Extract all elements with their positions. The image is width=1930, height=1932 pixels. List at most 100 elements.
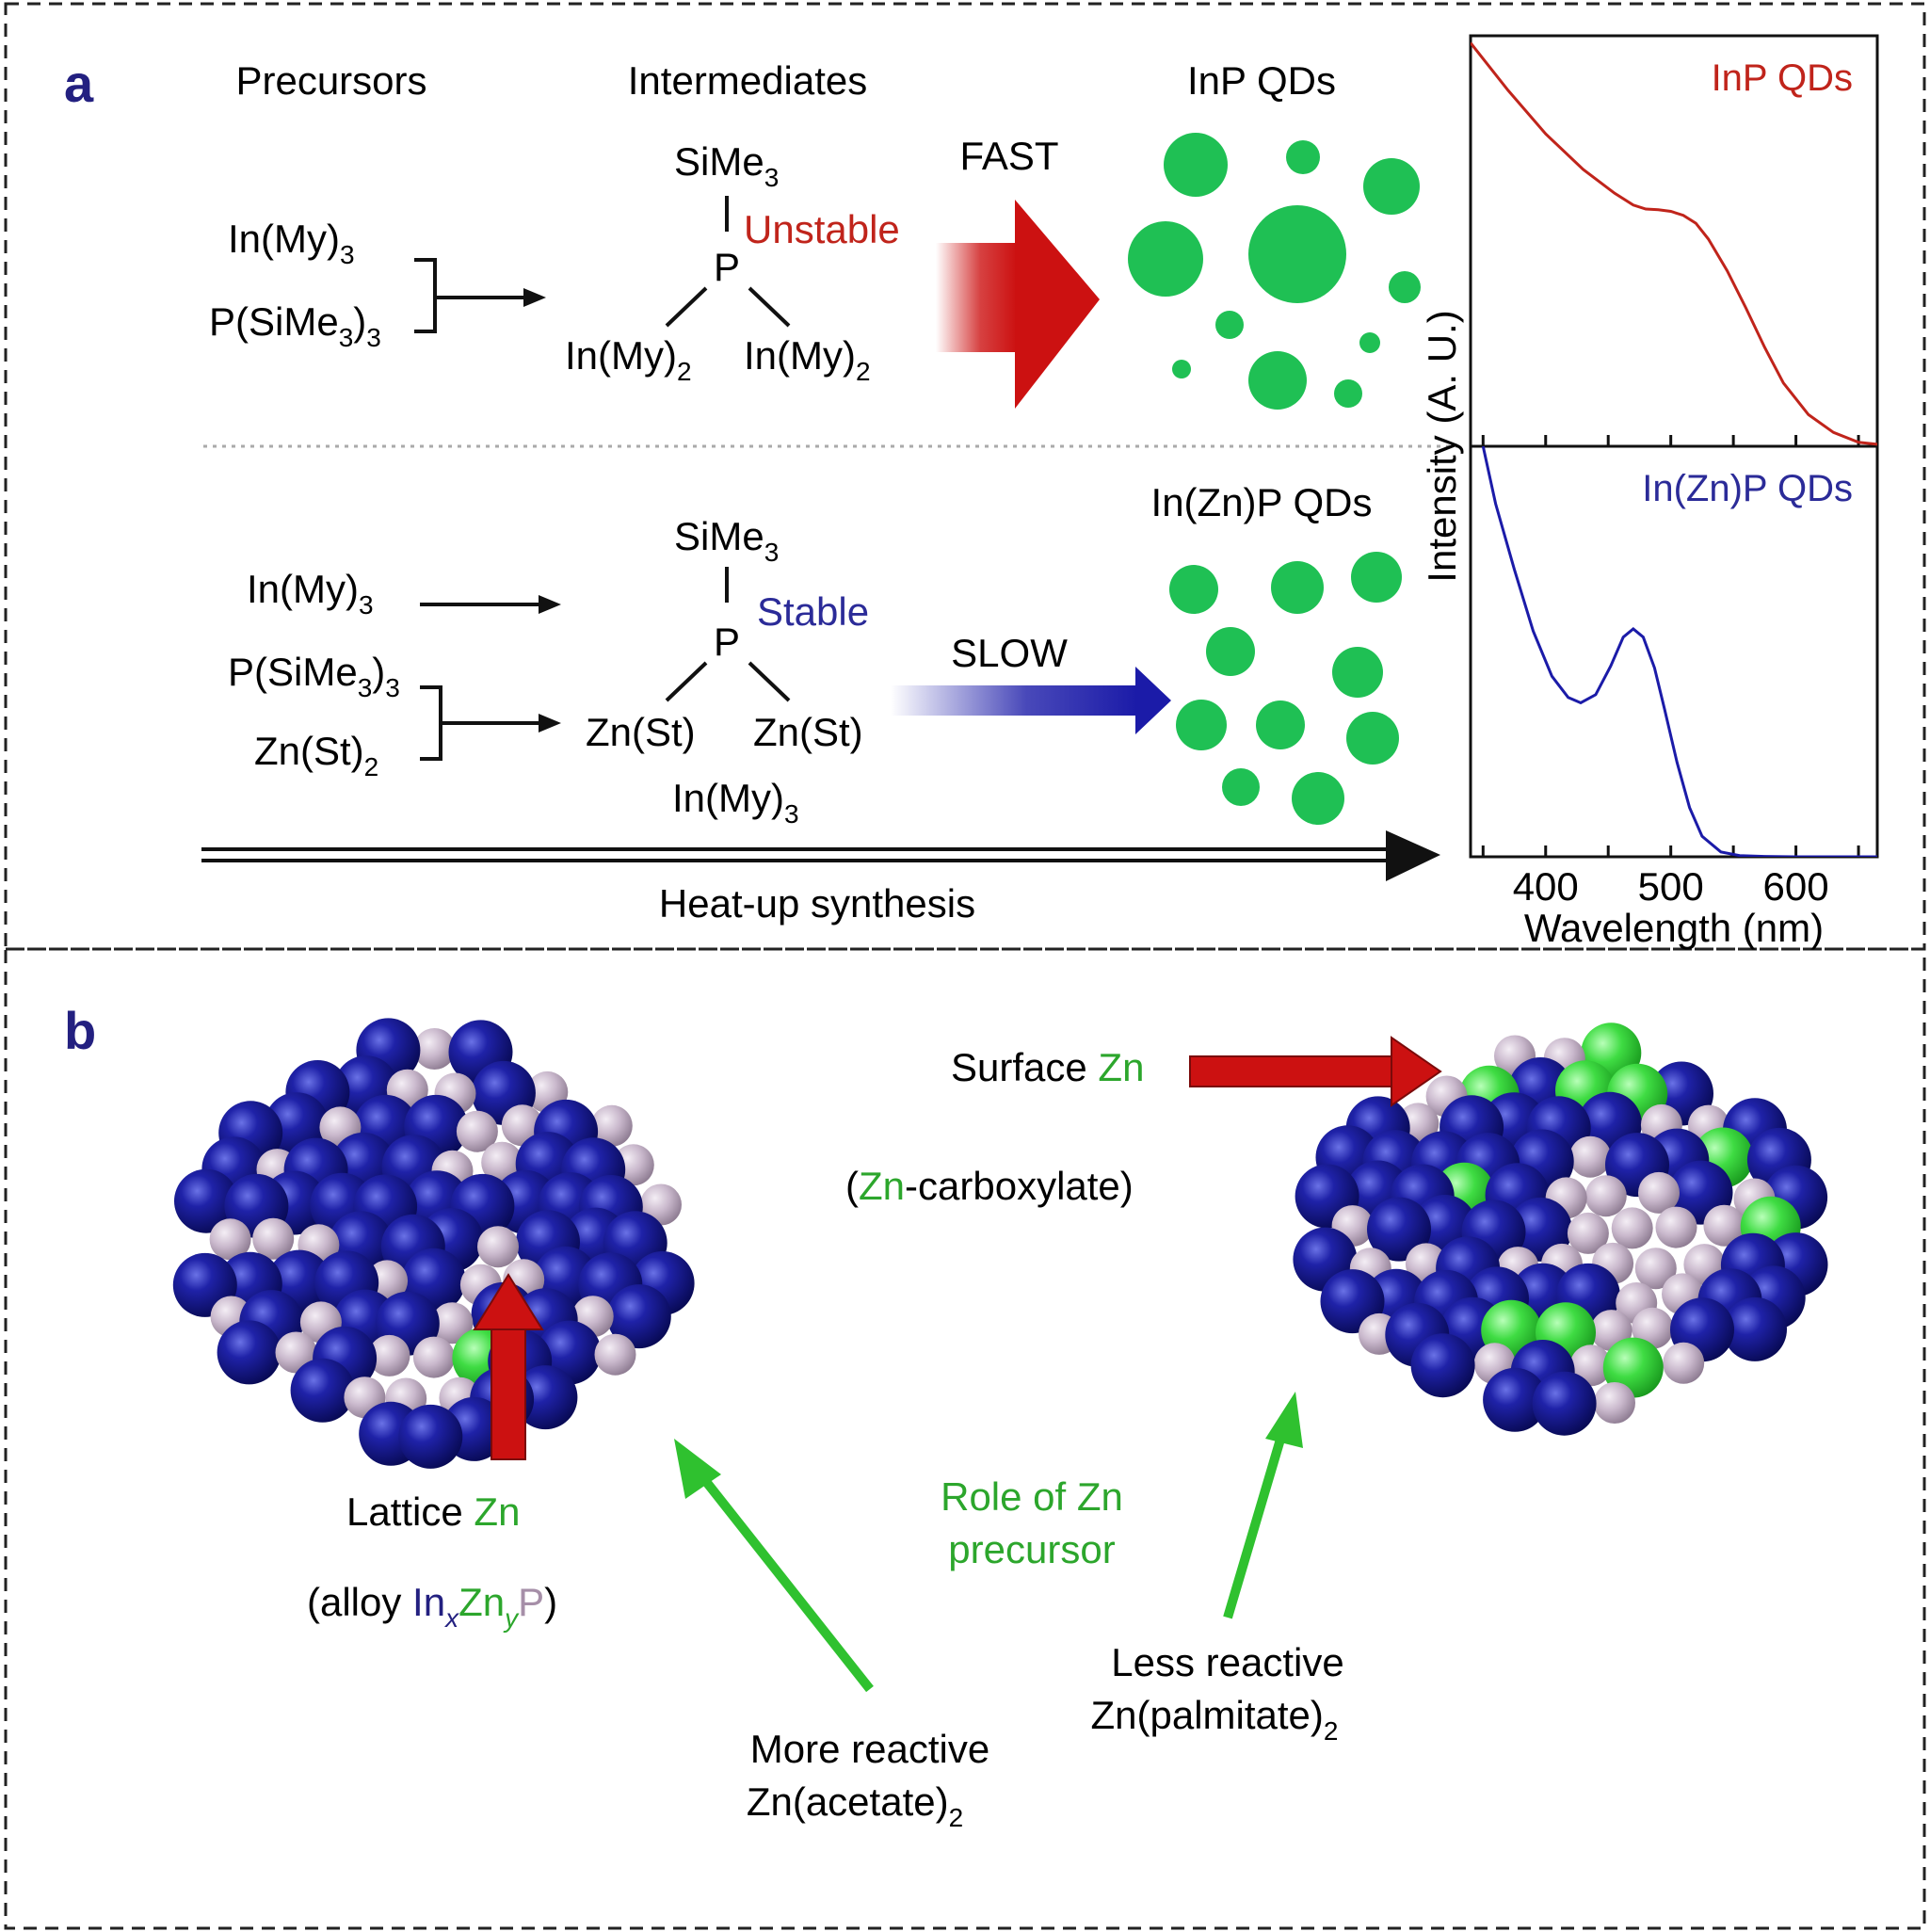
indium-atom bbox=[217, 1320, 281, 1385]
top-reagent-p-sime3: P(SiMe3)3 bbox=[209, 299, 381, 352]
qd-particle bbox=[1292, 772, 1344, 825]
phosphorus-atom bbox=[209, 1218, 251, 1261]
qd-particle bbox=[1248, 351, 1307, 410]
series-line-inp bbox=[1471, 41, 1877, 446]
bottom-bond-right bbox=[748, 661, 791, 702]
heatup-label: Heat-up synthesis bbox=[659, 881, 975, 926]
qd-particle bbox=[1334, 379, 1362, 408]
lattice-zn-arrow-shaft bbox=[491, 1327, 526, 1460]
qd-particle bbox=[1215, 311, 1244, 339]
phosphorus-atom bbox=[1655, 1206, 1697, 1248]
less-reactive-label: Less reactive bbox=[1111, 1640, 1343, 1684]
phosphorus-atom bbox=[413, 1028, 456, 1070]
phosphorus-atom bbox=[412, 1336, 455, 1378]
inznp-qds-heading: In(Zn)P QDs bbox=[1151, 480, 1373, 524]
qd-particle bbox=[1248, 205, 1346, 303]
lattice-zn-arrowhead bbox=[473, 1273, 544, 1330]
top-inter-sime3: SiMe3 bbox=[674, 139, 779, 192]
top-bond-left bbox=[665, 286, 708, 328]
x-axis-label: Wavelength (nm) bbox=[1524, 906, 1824, 950]
qd-particle bbox=[1363, 158, 1420, 215]
qd-particle bbox=[1128, 221, 1203, 297]
slow-arrow-shaft bbox=[891, 685, 1137, 716]
bottom-reagent-zn-st2: Zn(St)2 bbox=[254, 729, 378, 781]
indium-atom bbox=[174, 1168, 238, 1233]
intermediates-heading: Intermediates bbox=[628, 58, 867, 103]
zn-acetate-label: Zn(acetate)2 bbox=[747, 1779, 963, 1832]
bottom-p-atom: P bbox=[714, 620, 740, 664]
top-stability-label: Unstable bbox=[744, 207, 900, 251]
x-tick-label: 400 bbox=[1513, 864, 1579, 909]
phosphorus-atom bbox=[1634, 1248, 1677, 1290]
bottom-ligand-right: Zn(St) bbox=[753, 710, 863, 754]
inznp-qd-particles bbox=[1169, 552, 1402, 825]
bottom-ligand-left: Zn(St) bbox=[586, 710, 696, 754]
panel-letter-a: a bbox=[64, 54, 94, 113]
qd-particle bbox=[1256, 700, 1305, 749]
phosphorus-atom bbox=[368, 1334, 410, 1377]
inp-qd-particles bbox=[1128, 133, 1421, 410]
bottom-ligand-below: In(My)3 bbox=[672, 776, 799, 829]
phosphorus-atom bbox=[1703, 1204, 1745, 1247]
slow-arrowhead bbox=[1135, 667, 1171, 734]
top-reagent-in-my3: In(My)3 bbox=[228, 217, 355, 269]
qd-particle bbox=[1164, 133, 1228, 197]
x-tick-label: 600 bbox=[1763, 864, 1829, 909]
qd-particle bbox=[1206, 627, 1255, 676]
phosphorus-atom bbox=[456, 1110, 498, 1152]
bottom-stability-label: Stable bbox=[757, 589, 869, 634]
indium-atom bbox=[1483, 1367, 1548, 1432]
qd-particle bbox=[1169, 565, 1218, 614]
qd-particle bbox=[1346, 712, 1399, 765]
phosphorus-atom bbox=[1611, 1207, 1653, 1249]
bottom-bond-left bbox=[665, 661, 708, 702]
qd-particle bbox=[1351, 552, 1402, 603]
precursors-heading: Precursors bbox=[235, 58, 426, 103]
alloy-formula-label: (alloy InxZnyP) bbox=[307, 1580, 557, 1633]
panel-letter-b: b bbox=[64, 1001, 96, 1060]
less-reactive-arrowhead bbox=[1265, 1392, 1303, 1448]
top-ligand-left: In(My)2 bbox=[565, 333, 692, 386]
less-reactive-arrow-line bbox=[1223, 1431, 1287, 1619]
surface-zn-arrowhead bbox=[1391, 1036, 1442, 1107]
indium-atom bbox=[1532, 1371, 1597, 1436]
absorption-spectra-chart: InP QDs In(Zn)P QDs Intensity (A. U.) 40… bbox=[1420, 34, 1879, 950]
phosphorus-atom bbox=[1632, 1307, 1674, 1349]
series-label-inp: InP QDs bbox=[1712, 57, 1853, 99]
lattice-zn-nanocrystal bbox=[172, 1018, 695, 1469]
fast-label: FAST bbox=[959, 134, 1058, 178]
indium-atom bbox=[1410, 1333, 1475, 1398]
top-p-atom: P bbox=[714, 245, 740, 289]
phosphorus-atom bbox=[590, 1104, 633, 1147]
qd-particle bbox=[1271, 561, 1324, 614]
inp-qds-heading: InP QDs bbox=[1187, 58, 1336, 103]
top-bond-right bbox=[748, 286, 791, 328]
qd-particle bbox=[1332, 647, 1383, 698]
y-axis-label: Intensity (A. U.) bbox=[1420, 310, 1464, 582]
qd-particle bbox=[1389, 271, 1421, 303]
more-reactive-arrow-line bbox=[697, 1471, 874, 1693]
zn-carboxylate-label: (Zn-carboxylate) bbox=[845, 1164, 1134, 1208]
phosphorus-atom bbox=[594, 1333, 636, 1376]
bottom-arrowhead-2 bbox=[539, 714, 561, 733]
phosphorus-atom bbox=[481, 1141, 523, 1183]
phosphorus-atom bbox=[1567, 1212, 1609, 1254]
phosphorus-atom bbox=[1594, 1382, 1635, 1424]
indium-atom bbox=[398, 1404, 463, 1469]
fast-arrow-shaft bbox=[936, 243, 1017, 352]
role-precursor-label: precursor bbox=[948, 1527, 1115, 1571]
surface-zn-arrow-shaft bbox=[1189, 1055, 1394, 1087]
bottom-reagent-in-my3: In(My)3 bbox=[247, 567, 374, 620]
phosphorus-atom bbox=[431, 1302, 474, 1344]
top-reaction-arrowhead bbox=[523, 288, 546, 307]
phosphorus-atom bbox=[252, 1217, 295, 1260]
qd-particle bbox=[1176, 700, 1227, 750]
series-label-inznp: In(Zn)P QDs bbox=[1642, 468, 1853, 509]
zn-palmitate-label: Zn(palmitate)2 bbox=[1091, 1693, 1339, 1746]
bottom-reagent-p-sime3: P(SiMe3)3 bbox=[228, 650, 400, 702]
indium-atom bbox=[1367, 1197, 1431, 1262]
qd-particle bbox=[1172, 360, 1191, 378]
phosphorus-atom bbox=[477, 1226, 519, 1268]
fast-arrowhead bbox=[1015, 200, 1100, 409]
